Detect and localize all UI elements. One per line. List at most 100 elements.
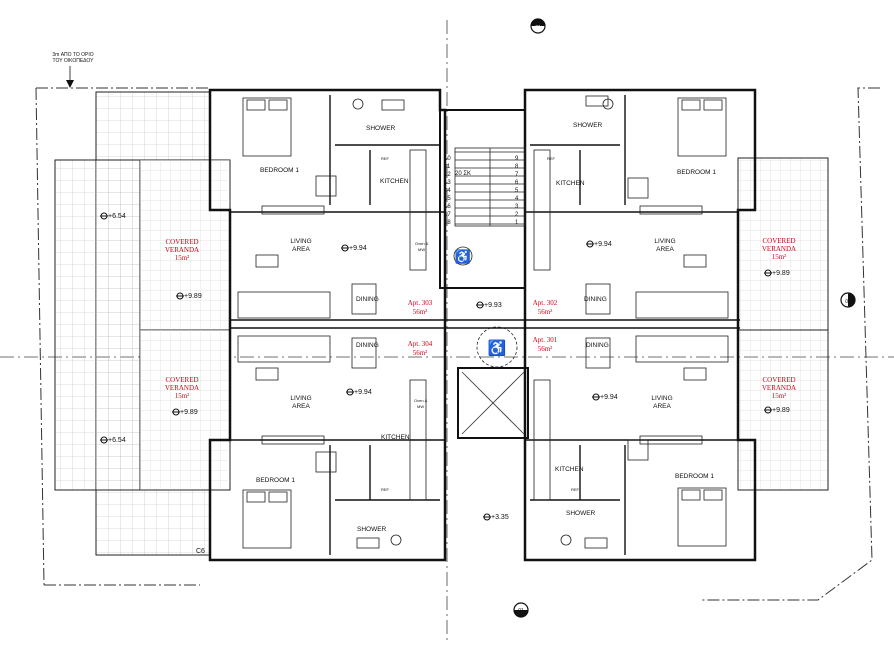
svg-text:+9.94: +9.94: [600, 394, 618, 401]
living-label-se-2: AREA: [653, 403, 671, 410]
svg-text:+9.89: +9.89: [772, 270, 790, 277]
living-label-ne-1: LIVING: [654, 238, 675, 245]
kitchen-label-se: KITCHEN: [555, 466, 584, 473]
svg-text:ΤΟΥ ΟΙΚΟΠΕΔΟΥ: ΤΟΥ ΟΙΚΟΠΕΔΟΥ: [53, 58, 95, 64]
apt-304-area: 56m²: [413, 349, 428, 357]
bedroom-label-nw: BEDROOM 1: [260, 167, 299, 174]
bed-icon: [242, 489, 292, 549]
basin-icon: [381, 99, 405, 111]
svg-text:+6.54: +6.54: [108, 213, 126, 220]
right-terrace: [737, 157, 829, 491]
stair-number: 3: [515, 204, 519, 210]
living-label-se-1: LIVING: [651, 395, 672, 402]
stair-number: 6: [515, 180, 519, 186]
pillow-icon: [268, 491, 288, 503]
shower-label-sw: SHOWER: [357, 526, 387, 533]
stair-number: 9: [515, 156, 519, 162]
bed-icon: [242, 97, 292, 157]
kitchen-label-sw: KITCHEN: [381, 434, 410, 441]
stair-number: 13: [444, 180, 451, 186]
kitchen-counter-icon: [533, 149, 551, 271]
interior-walls: [230, 95, 740, 555]
wardrobe-icon: [261, 435, 325, 445]
pillow-icon: [246, 99, 266, 111]
kitchen-counter-icon: [409, 379, 427, 501]
toilet-icon: [390, 534, 402, 546]
building-walls: [208, 88, 757, 562]
shower-label-ne: SHOWER: [573, 122, 603, 129]
wardrobe-icon: [639, 205, 703, 215]
level-living-sw: +9.94: [346, 388, 372, 396]
stair-number: 12: [444, 172, 451, 178]
kitchen-label-nw: KITCHEN: [380, 178, 409, 185]
stair-number: 14: [444, 188, 451, 194]
coffee-table-icon: [683, 367, 707, 381]
svg-text:3m ΑΠΟ ΤΟ ΟΡΙΟ: 3m ΑΠΟ ΤΟ ΟΡΙΟ: [52, 52, 93, 58]
furniture: [237, 95, 729, 549]
stair-number: 7: [515, 172, 519, 178]
desk-icon: [627, 177, 649, 199]
level-living-nw: +9.94: [341, 244, 367, 252]
toilet-icon: [352, 98, 364, 110]
basin-icon: [356, 537, 380, 549]
ref-label-nw: REF: [381, 156, 390, 161]
dining-label-sw: DINING: [356, 342, 379, 349]
corner-note: C6: [196, 548, 205, 555]
sofa-icon: [237, 291, 331, 319]
stair-number: 18: [444, 220, 451, 226]
pillow-icon: [246, 491, 266, 503]
ref-label-se: REF: [571, 487, 580, 492]
stair-number: 16: [444, 204, 451, 210]
shower-label-nw: SHOWER: [366, 125, 396, 132]
veranda-ne-1: COVERED: [762, 237, 795, 245]
stair-number: 11: [444, 164, 451, 170]
pillow-icon: [268, 99, 288, 111]
veranda-nw-2: VERANDA: [165, 246, 199, 254]
living-label-sw-2: AREA: [292, 403, 310, 410]
apt-303-name: Apt. 303: [408, 299, 433, 307]
level-ground: +3.35: [483, 513, 509, 521]
oven-label-n-2: MW: [418, 247, 425, 252]
bedroom-label-sw: BEDROOM 1: [256, 477, 295, 484]
dining-label-se: DINING: [586, 342, 609, 349]
veranda-labels: COVERED VERANDA 15m² COVERED VERANDA 15m…: [165, 237, 796, 400]
bed-icon: [677, 487, 727, 547]
apt-301-name: Apt. 301: [533, 336, 558, 344]
section-marker-top: 01: [530, 18, 546, 34]
svg-text:+9.94: +9.94: [594, 241, 612, 248]
svg-text:+3.35: +3.35: [491, 514, 509, 521]
stair-number: 2: [515, 212, 519, 218]
svg-text:♿: ♿: [455, 249, 471, 264]
apt-302-area: 56m²: [538, 308, 553, 316]
level-markers: +6.54 +6.54 +9.89 +9.89 +9.89 +9.89 +9.9…: [100, 212, 790, 521]
apt-303-area: 56m²: [413, 308, 428, 316]
veranda-ne-3: 15m²: [772, 253, 787, 261]
lift-shaft: [461, 371, 525, 435]
stair-number: 4: [515, 196, 519, 202]
pillow-icon: [681, 99, 701, 111]
svg-text:+9.94: +9.94: [349, 245, 367, 252]
level-terrace-n: +6.54: [100, 212, 126, 220]
svg-text:+9.93: +9.93: [484, 302, 502, 309]
stair-number: 17: [444, 212, 451, 218]
stair-number: 1: [515, 220, 519, 226]
stair-number: 5: [515, 188, 519, 194]
veranda-sw-2: VERANDA: [165, 384, 199, 392]
section-marker-right: 02: [840, 292, 856, 308]
kitchen-label-ne: KITCHEN: [556, 180, 585, 187]
level-living-ne: +9.94: [586, 240, 612, 248]
veranda-sw-3: 15m²: [175, 392, 190, 400]
room-labels: BEDROOM 1 BEDROOM 1 BEDROOM 1 BEDROOM 1 …: [256, 122, 716, 533]
svg-text:+9.89: +9.89: [772, 407, 790, 414]
veranda-nw-1: COVERED: [165, 238, 198, 246]
veranda-se-3: 15m²: [772, 392, 787, 400]
living-label-ne-2: AREA: [656, 246, 674, 253]
coffee-table-icon: [255, 254, 279, 268]
kitchen-counter-icon: [409, 149, 427, 271]
stair-label: 20 ΣΚ: [455, 171, 471, 177]
living-label-nw-1: LIVING: [290, 238, 311, 245]
svg-text:+6.54: +6.54: [108, 437, 126, 444]
stair-block: [454, 147, 526, 227]
dining-table-icon: [585, 283, 611, 315]
